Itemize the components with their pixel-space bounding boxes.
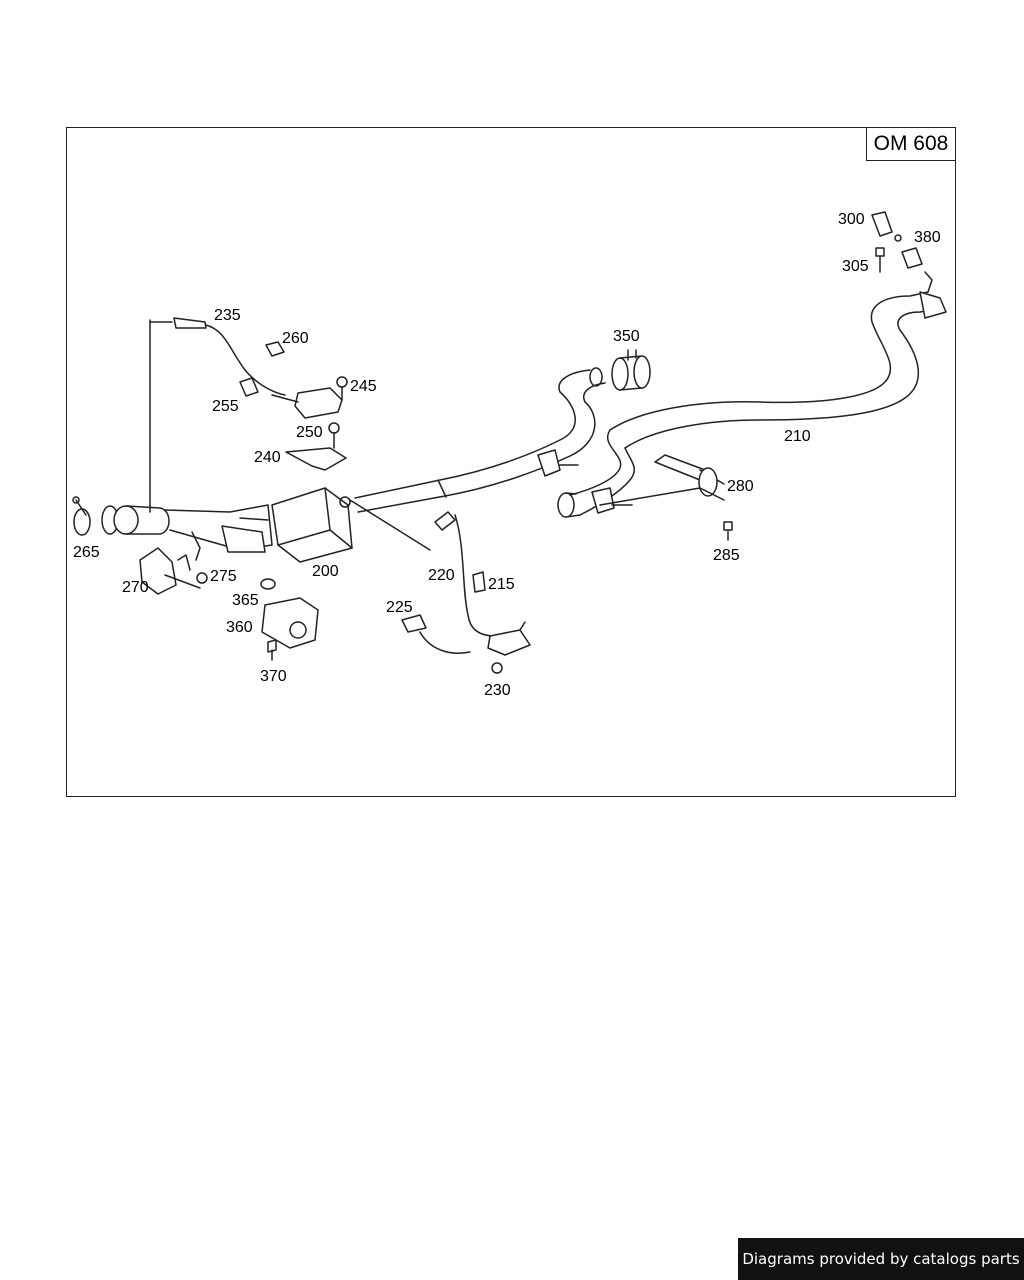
mount-360-illustration	[261, 597, 319, 649]
bolt-245-illustration	[336, 376, 348, 401]
part-label-260: 260	[282, 330, 309, 347]
mount-270-illustration	[139, 547, 201, 595]
engine-code-label: OM 608	[866, 127, 956, 161]
part-label-200: 200	[312, 563, 339, 580]
part-label-250: 250	[296, 424, 323, 441]
bracket-280-illustration	[599, 454, 725, 506]
part-label-215: 215	[488, 576, 515, 593]
part-label-275: 275	[210, 568, 237, 585]
part-label-240: 240	[254, 449, 281, 466]
part-label-300: 300	[838, 211, 865, 228]
part-380-illustration	[901, 247, 923, 269]
clamp-350-illustration	[611, 349, 651, 391]
part-label-220: 220	[428, 567, 455, 584]
clip-225-illustration	[401, 614, 471, 654]
part-label-365: 365	[232, 592, 259, 609]
part-label-370: 370	[260, 668, 287, 685]
grommet-365-illustration	[260, 578, 276, 590]
sensor-220-illustration	[349, 499, 496, 637]
nut-230-illustration	[491, 662, 503, 674]
control-unit-illustration	[271, 387, 343, 419]
part-label-225: 225	[386, 599, 413, 616]
part-label-245: 245	[350, 378, 377, 395]
catalytic-converter-illustration	[101, 504, 273, 561]
control-unit-230-illustration	[487, 621, 531, 656]
pipe-hangers-illustration	[537, 449, 633, 514]
nut-275-illustration	[196, 572, 208, 584]
part-label-280: 280	[727, 478, 754, 495]
clip-260-illustration	[265, 341, 285, 357]
bolt-370-illustration	[267, 639, 277, 661]
tailpipe-210-illustration	[557, 271, 947, 518]
bracket-240-illustration	[285, 447, 347, 471]
part-label-265: 265	[73, 544, 100, 561]
part-label-305: 305	[842, 258, 869, 275]
bolt-285-illustration	[723, 521, 733, 541]
part-label-255: 255	[212, 398, 239, 415]
part-label-380: 380	[914, 229, 941, 246]
bolt-250-illustration	[328, 422, 340, 449]
muffler-200-illustration	[271, 487, 353, 563]
clip-255-illustration	[239, 377, 259, 397]
sensor-235-illustration	[149, 317, 286, 513]
holder-215-illustration	[472, 571, 486, 593]
middle-pipe-illustration	[354, 367, 606, 513]
part-300-illustration	[871, 211, 902, 242]
part-label-230: 230	[484, 682, 511, 699]
bolt-305-illustration	[875, 247, 885, 273]
part-label-270: 270	[122, 579, 149, 596]
part-label-360: 360	[226, 619, 253, 636]
credit-banner: Diagrams provided by catalogs parts	[738, 1238, 1024, 1280]
diagram-frame: OM 608	[66, 127, 956, 797]
part-labels: 200 210 215 220 225 230 235 240 245 250 …	[73, 211, 941, 699]
part-label-235: 235	[214, 307, 241, 324]
part-label-350: 350	[613, 328, 640, 345]
clamp-265-illustration	[72, 496, 91, 536]
part-label-210: 210	[784, 428, 811, 445]
part-label-285: 285	[713, 547, 740, 564]
